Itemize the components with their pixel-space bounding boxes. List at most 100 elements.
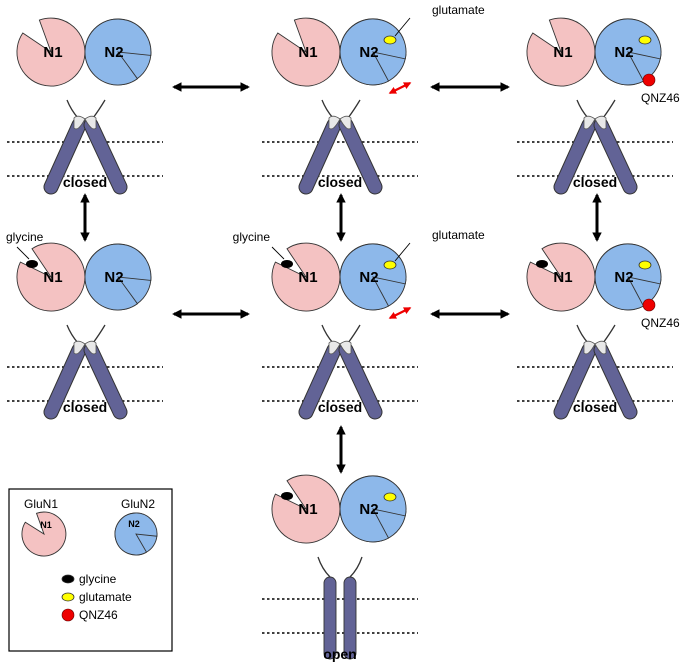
n2-lower-lobe xyxy=(339,475,407,543)
glutamate-marker xyxy=(638,35,652,45)
n2-linker xyxy=(92,324,106,344)
closed-state-label: closed xyxy=(318,174,362,190)
n2-linker xyxy=(349,556,363,578)
closed-state-label: closed xyxy=(63,399,107,415)
glycine-marker xyxy=(26,260,38,268)
qnz46-marker xyxy=(642,298,656,312)
legend-glutamate-marker xyxy=(61,592,75,602)
n2-transmembrane-helix xyxy=(84,118,127,194)
n2-transmembrane-helix xyxy=(84,343,127,419)
n2-linker xyxy=(602,324,616,344)
legend-item-label: glutamate xyxy=(79,590,132,604)
glycine-pointer xyxy=(16,246,30,260)
n1-linker xyxy=(321,99,334,119)
closed-state-label: closed xyxy=(318,399,362,415)
glutamate-pointer xyxy=(394,242,411,262)
n1-transmembrane-helix xyxy=(299,343,341,419)
n1-transmembrane-helix xyxy=(554,343,596,419)
legend-glun2-label: GluN2 xyxy=(121,497,155,511)
qnz46-annotation: QNZ46 xyxy=(641,91,680,105)
n1-label: N1 xyxy=(553,269,572,286)
n1-transmembrane-helix xyxy=(299,118,341,194)
n2-lower-lobe xyxy=(84,18,152,86)
n1-linker xyxy=(576,99,589,119)
n1-label: N1 xyxy=(43,269,62,286)
n2-lower-lobe xyxy=(594,243,662,311)
n1-transmembrane-helix xyxy=(44,118,86,194)
n1-ligand-binding-domain xyxy=(271,242,341,312)
n2-linker xyxy=(602,99,616,119)
glutamate-marker xyxy=(638,260,652,270)
glycine-marker xyxy=(281,492,293,500)
n1-transmembrane-helix xyxy=(44,343,86,419)
n2-transmembrane-helix xyxy=(339,343,382,419)
n1-linker xyxy=(66,99,79,119)
n1-linker xyxy=(321,324,334,344)
n1-transmembrane-helix xyxy=(554,118,596,194)
glutamate-marker xyxy=(383,260,397,270)
glutamate-marker xyxy=(383,35,397,45)
legend-n1-label: N1 xyxy=(40,520,52,530)
receptor: N1 N2 open xyxy=(262,474,418,662)
n1-ligand-binding-domain xyxy=(271,474,341,544)
n2-transmembrane-helix xyxy=(594,343,637,419)
legend-item-label: QNZ46 xyxy=(79,608,118,622)
n2-linker xyxy=(92,99,106,119)
n1-ligand-binding-domain xyxy=(271,17,341,87)
n2-hinge xyxy=(84,340,97,355)
n2-hinge xyxy=(339,340,352,355)
glycine-marker xyxy=(281,260,293,268)
n2-hinge xyxy=(339,115,352,130)
n2-hinge xyxy=(594,115,607,130)
receptor: N1 N2 closed glutamate xyxy=(262,3,485,195)
n2-label: N2 xyxy=(359,501,378,518)
n2-linker xyxy=(347,324,361,344)
n2-label: N2 xyxy=(104,44,123,61)
n2-label: N2 xyxy=(359,44,378,61)
n1-linker xyxy=(576,324,589,344)
n2-label: N2 xyxy=(359,269,378,286)
n2-lower-lobe xyxy=(84,243,152,311)
legend-n2-label: N2 xyxy=(128,519,140,529)
n1-ligand-binding-domain xyxy=(16,17,86,87)
legend-box xyxy=(8,488,173,652)
open-state-label: open xyxy=(323,646,356,662)
qnz46-marker xyxy=(642,73,656,87)
legend-n1-domain xyxy=(21,511,67,557)
red-double-arrow xyxy=(388,82,412,94)
n2-hinge xyxy=(84,115,97,130)
legend-qnz46-marker xyxy=(61,608,75,622)
n1-ligand-binding-domain xyxy=(16,242,86,312)
n2-transmembrane-helix xyxy=(339,118,382,194)
closed-state-label: closed xyxy=(63,174,107,190)
n2-hinge xyxy=(594,340,607,355)
n1-linker xyxy=(317,556,331,578)
receptor: N1 N2 closed glycine glutamate xyxy=(233,228,485,420)
glutamate-marker xyxy=(383,492,397,502)
n2-label: N2 xyxy=(614,44,633,61)
n1-label: N1 xyxy=(298,44,317,61)
n1-ligand-binding-domain xyxy=(526,17,596,87)
glutamate-annotation: glutamate xyxy=(432,3,485,17)
n1-label: N1 xyxy=(298,501,317,518)
legend-glun1-label: GluN1 xyxy=(24,497,58,511)
glycine-annotation: glycine xyxy=(6,230,44,244)
n2-lower-lobe xyxy=(594,18,662,86)
glutamate-annotation: glutamate xyxy=(432,228,485,242)
legend-item-label: glycine xyxy=(79,572,117,586)
receptor: N1 N2 closed glycine xyxy=(6,230,163,420)
n2-transmembrane-helix xyxy=(594,118,637,194)
n1-linker xyxy=(66,324,79,344)
n1-label: N1 xyxy=(553,44,572,61)
n1-label: N1 xyxy=(298,269,317,286)
glycine-pointer xyxy=(271,246,285,260)
n2-label: N2 xyxy=(104,269,123,286)
glycine-annotation: glycine xyxy=(233,230,271,244)
n2-lower-lobe xyxy=(339,243,407,311)
receptor: N1 N2 closed xyxy=(7,17,163,195)
n2-linker xyxy=(347,99,361,119)
n1-label: N1 xyxy=(43,44,62,61)
